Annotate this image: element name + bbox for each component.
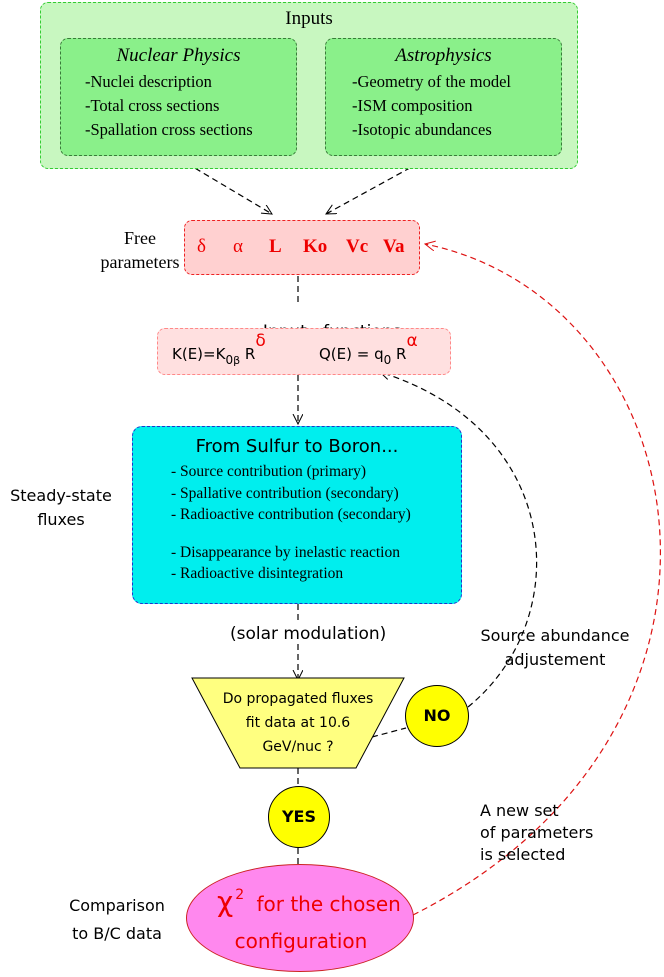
nuclear-item: -Total cross sections [85,96,220,115]
chi-text-line1: for the chosen [256,892,401,916]
arrow-nuclear-to-params [177,157,272,214]
no-decision: NO [405,685,469,747]
parameter-symbol: δ [197,236,206,257]
nuclear-physics-box: Nuclear Physics -Nuclei description -Tot… [60,38,297,156]
astro-item: -ISM composition [352,96,473,115]
propagation-title: From Sulfur to Boron... [195,436,399,457]
input-functions-box: K(E)=K0β Rδ Q(E) = q0 Rα [157,328,451,375]
parameter-symbol: Vc [346,236,369,257]
astrophysics-box: Astrophysics -Geometry of the model -ISM… [325,38,562,156]
free-parameters-box: δ α L Ko Vc Va [184,220,420,275]
comparison-label: Comparison to B/C data [69,896,165,943]
solar-modulation-label: (solar modulation) [230,624,387,644]
diffusion-formula: K(E)=K0β Rδ [172,331,266,367]
propagation-item: - Source contribution (primary) [171,463,366,480]
chi-exponent: 2 [235,887,245,903]
astro-item: -Geometry of the model [352,72,511,91]
chi-symbol: χ [217,885,234,918]
arrow-chi-to-params [412,244,662,916]
propagation-box: From Sulfur to Boron... - Source contrib… [132,426,462,604]
parameter-symbol: Ko [303,236,328,257]
new-parameters-label: A new set of parameters is selected [480,801,594,864]
propagation-item: - Disappearance by inelastic reaction [171,543,400,561]
free-parameters-label: Free parameters [100,228,180,272]
propagation-item: - Radioactive contribution (secondary) [171,506,411,523]
source-formula: Q(E) = q0 Rα [319,331,418,367]
steady-state-label: Steady-state fluxes [10,486,112,529]
propagation-item: - Radioactive disintegration [171,565,344,582]
parameter-symbol: L [269,236,282,257]
arrow-no-to-functions [380,372,538,708]
inputs-title: Inputs [285,8,333,29]
question-text: Do propagated fluxes fit data at 10.6 Ge… [222,691,374,755]
astro-item: -Isotopic abundances [352,120,492,139]
chi-text-line2: configuration [234,929,368,953]
parameter-symbol: Va [383,236,405,257]
nuclear-physics-title: Nuclear Physics [116,45,241,66]
yes-decision: YES [268,786,330,848]
nuclear-item: -Nuclei description [85,72,212,91]
propagation-item: - Spallative contribution (secondary) [171,484,399,502]
astrophysics-title: Astrophysics [395,45,492,66]
nuclear-item: -Spallation cross sections [85,120,253,139]
source-abundance-label: Source abundance adjustement [480,626,630,669]
parameter-symbol: α [233,236,243,257]
